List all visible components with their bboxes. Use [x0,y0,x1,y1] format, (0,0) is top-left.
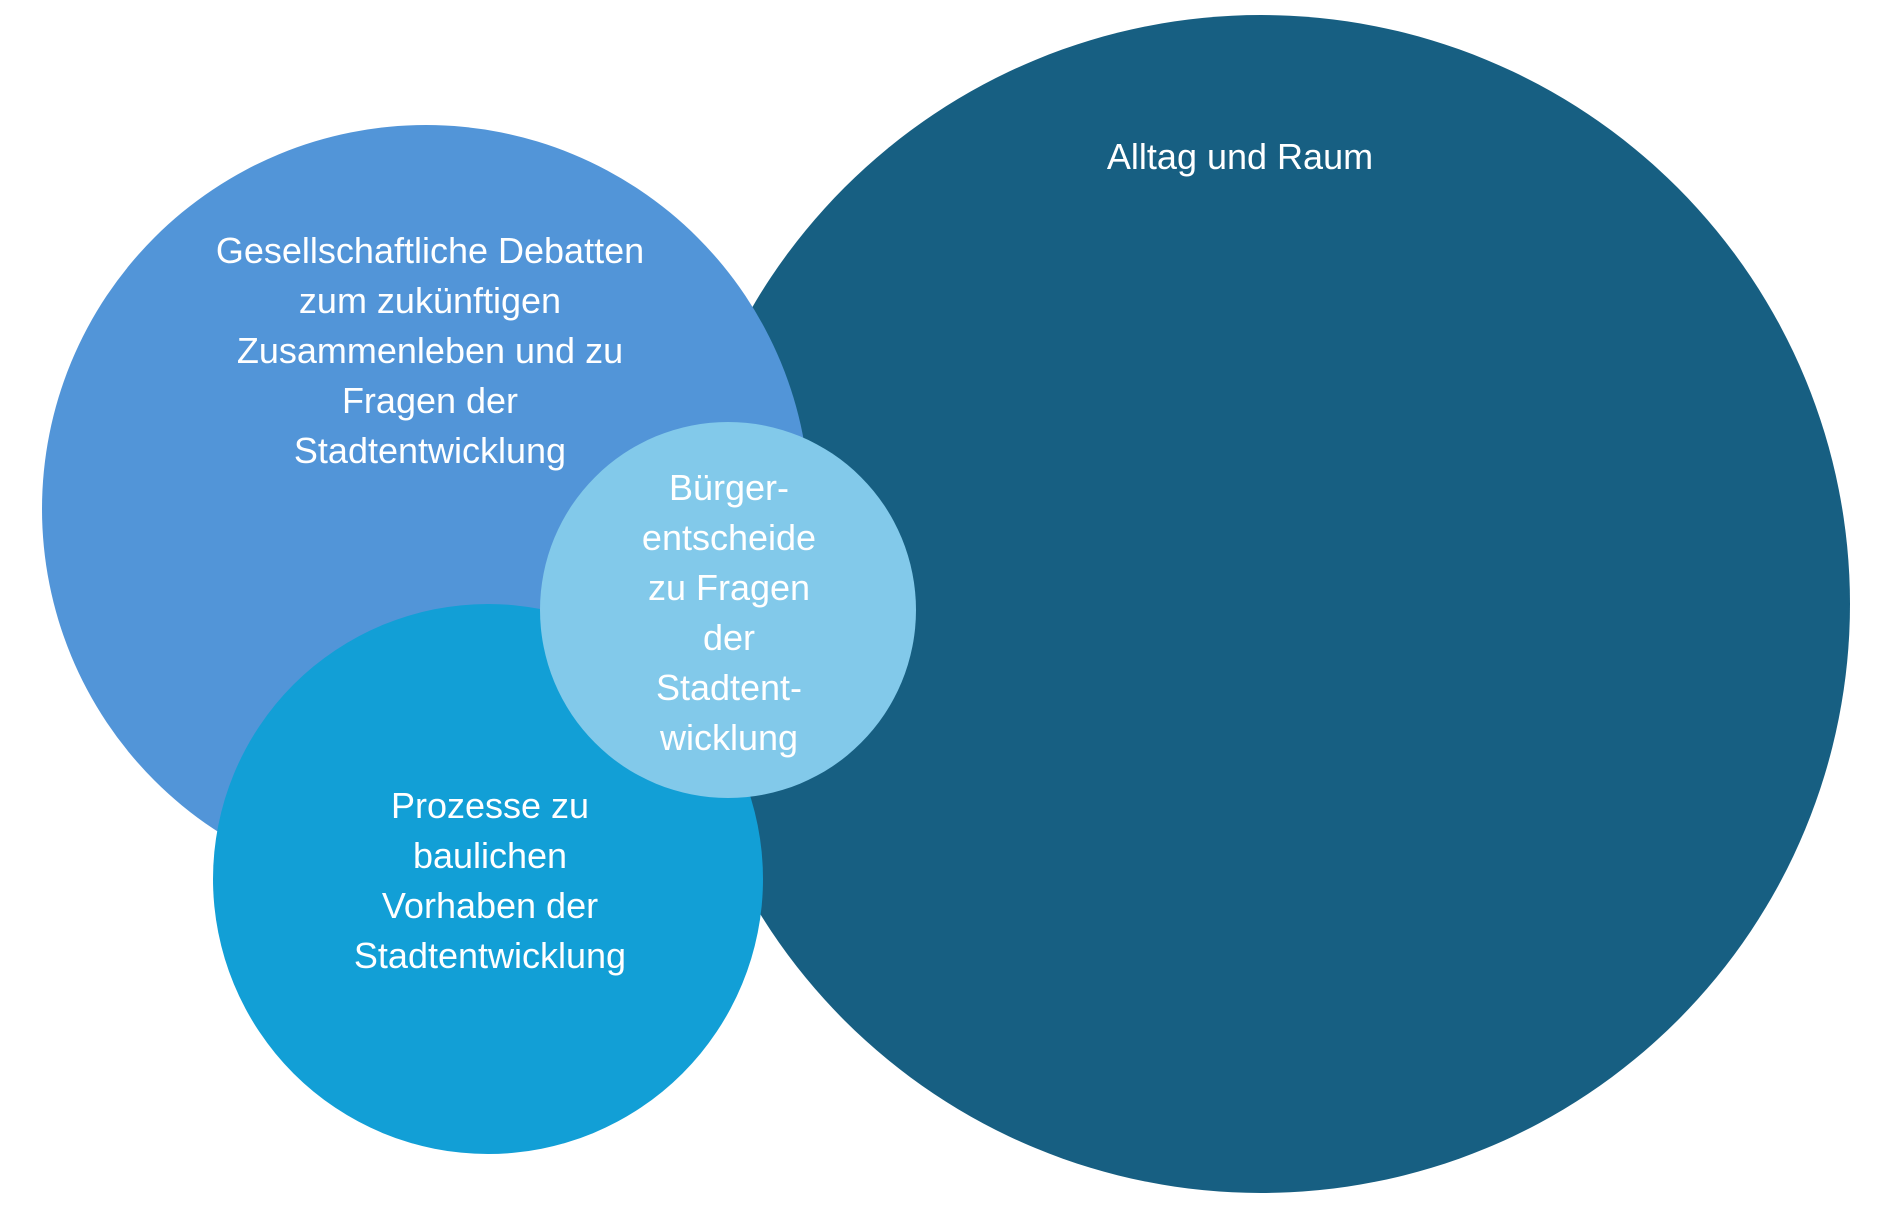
label-alltag-und-raum: Alltag und Raum [1106,136,1374,177]
label-buergerentscheide: Bürger- entscheide zu Fragen der Stadten… [641,467,817,758]
circle-buergerentscheide [540,422,916,798]
label-gesellschaftliche-debatten: Gesellschaftliche Debatten zum zukünftig… [215,230,645,471]
label-prozesse-bauliche-vorhaben: Prozesse zu baulichen Vorhaben der Stadt… [353,785,627,976]
